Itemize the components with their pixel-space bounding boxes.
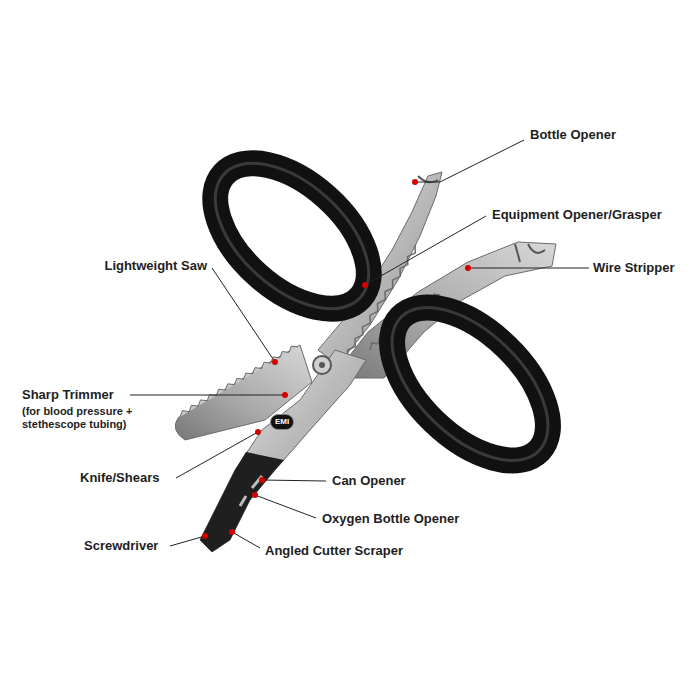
leader-line [262, 480, 326, 481]
leader-line [176, 432, 258, 478]
callout-dots [202, 179, 471, 539]
right-handle-shine [365, 280, 575, 488]
brand-logo: EMI [270, 414, 294, 430]
left-handle-shine [189, 136, 395, 336]
right-handle [365, 280, 575, 488]
wire-stripper-hook [515, 244, 545, 262]
part-label: Equipment Opener/Grasper [492, 207, 662, 223]
can-opener-notch [240, 476, 262, 506]
leader-line [212, 268, 275, 362]
leader-line [170, 536, 205, 546]
tool-tip [200, 452, 284, 552]
part-label: Can Opener [332, 473, 406, 489]
bottle-opener-notch [418, 176, 438, 182]
saw-teeth [180, 346, 298, 417]
callout-dot [465, 265, 471, 271]
note-text: (for blood pressure + stethescope tubing… [22, 405, 172, 431]
leader-line [232, 532, 260, 548]
leader-line [130, 395, 285, 396]
saw-blade [175, 345, 312, 440]
callout-dot [229, 529, 235, 535]
part-label: Knife/Shears [80, 470, 159, 486]
left-handle [189, 136, 395, 336]
part-label: Wire Stripper [593, 260, 675, 276]
part-label: Sharp Trimmer [22, 387, 114, 403]
leader-line [365, 216, 486, 285]
leader-lines [130, 140, 589, 548]
callout-dot [272, 359, 278, 365]
leader-line [468, 268, 589, 269]
pivot-screw [313, 356, 331, 374]
callout-dot [412, 179, 418, 185]
leader-line [415, 140, 524, 182]
part-label: Bottle Opener [530, 127, 616, 143]
part-label: Angled Cutter Scraper [265, 543, 403, 559]
callout-dot [252, 492, 258, 498]
saw-teeth-line [180, 346, 298, 417]
part-label: Lightweight Saw [104, 258, 207, 274]
callout-dot [282, 392, 288, 398]
callout-dot [362, 282, 368, 288]
pivot-center [319, 362, 325, 368]
callout-dot [259, 477, 265, 483]
callout-dot [202, 533, 208, 539]
callout-dot [255, 429, 261, 435]
leader-line [255, 495, 316, 518]
part-label: Screwdriver [84, 538, 158, 554]
part-label: Oxygen Bottle Opener [322, 511, 459, 527]
